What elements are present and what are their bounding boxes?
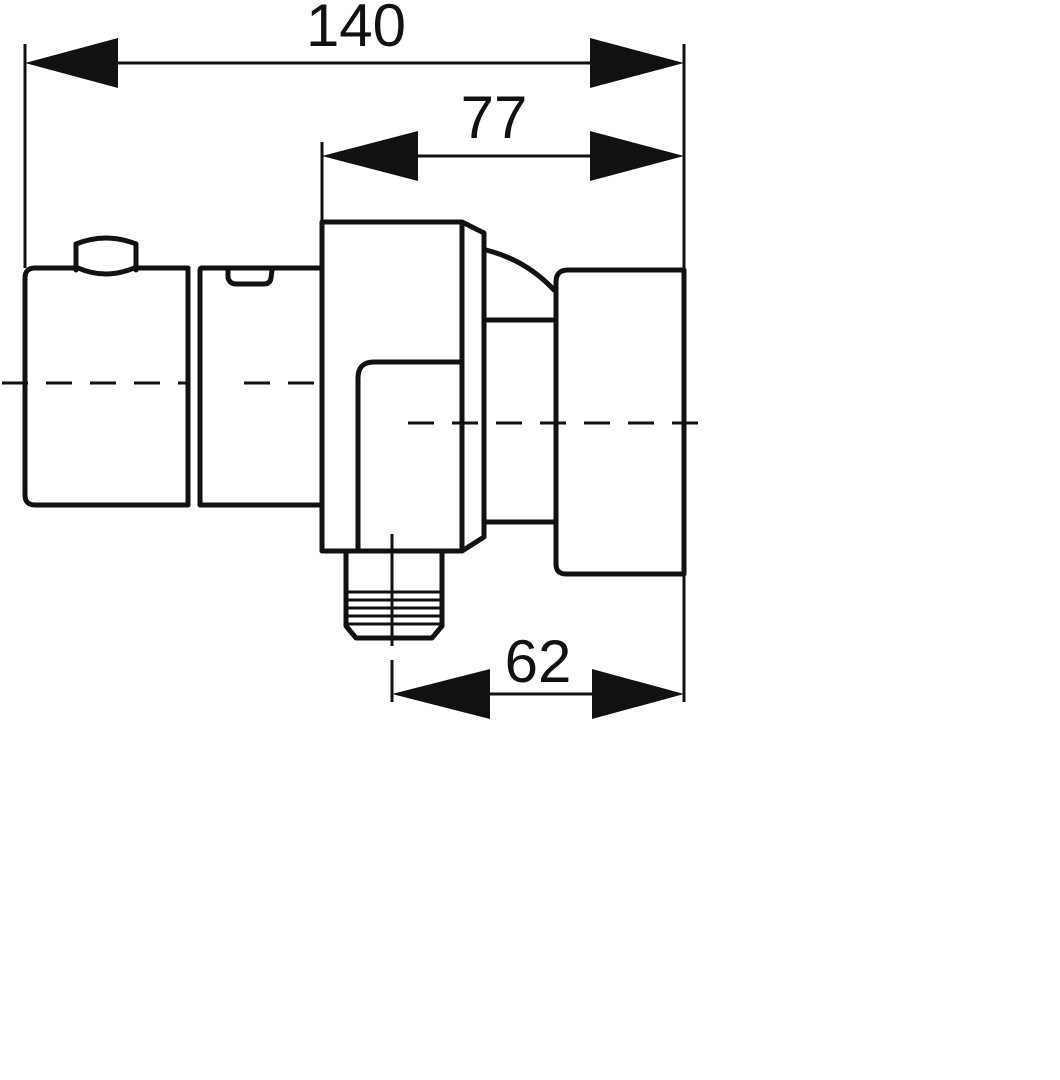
neck-curve	[483, 247, 557, 293]
arrow-head-right	[592, 669, 684, 719]
center-lines	[2, 381, 708, 425]
right-body-section	[553, 267, 687, 577]
dimension-overall-length: 140	[23, 0, 686, 272]
arrow-head-right	[590, 38, 684, 88]
dimension-label-outlet: 77	[461, 84, 528, 151]
dimension-outlet-length: 77	[320, 84, 684, 222]
right-body-outline	[553, 267, 687, 577]
connector-outline	[343, 548, 445, 641]
arrow-head-left	[25, 38, 118, 88]
coupling-slot	[225, 267, 275, 287]
dimension-label-overall: 140	[306, 0, 406, 59]
arrow-head-left	[322, 131, 418, 181]
housing-inner-outline	[355, 221, 465, 554]
neck-section	[483, 247, 559, 525]
top-knob	[73, 235, 139, 273]
dimension-label-offset: 62	[505, 628, 572, 695]
middle-coupling-section	[197, 265, 323, 508]
central-housing	[319, 219, 487, 554]
arrow-head-right	[590, 131, 684, 181]
top-knob-base	[75, 265, 137, 277]
bottom-connector	[343, 534, 445, 646]
coupling-outline	[197, 265, 323, 508]
arrow-head-left	[392, 669, 490, 719]
left-body-outline	[22, 265, 191, 508]
dimension-connector-offset: 62	[390, 576, 686, 719]
left-body-section	[22, 235, 191, 508]
